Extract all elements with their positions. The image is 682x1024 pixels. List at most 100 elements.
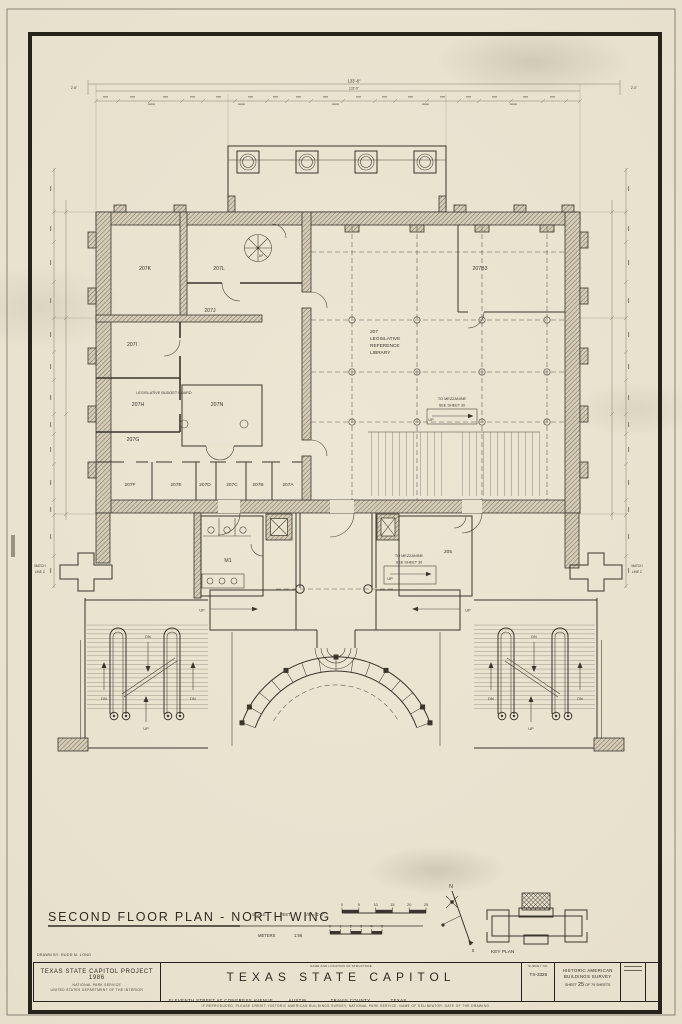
mezzanine-note: TO MEZZANINE (395, 554, 424, 558)
state: TEXAS (390, 998, 407, 1001)
dn-label: DN (190, 697, 196, 701)
svg-text:MATCH: MATCH (34, 564, 46, 568)
mezzanine-note: SEE SHEET 30 (396, 561, 423, 565)
svg-text:3: 3 (360, 925, 362, 929)
room-label: 207D (199, 482, 211, 488)
dn-label: DN (145, 635, 151, 639)
portico-column (236, 150, 260, 174)
south-label: S (472, 948, 475, 953)
elevator-shaft (265, 513, 293, 541)
scale-label: SCALE (252, 912, 266, 917)
county: TRAVIS COUNTY (330, 998, 371, 1001)
svg-text:5: 5 (381, 925, 383, 929)
room-labels: 207K 207L 207J 207I 207H 207N 207G 207F … (125, 266, 488, 565)
project-title: TEXAS STATE CAPITOL PROJECT 1986 (40, 969, 154, 981)
sheet-count: SHEET 25 OF 79 SHEETS (564, 982, 611, 988)
plan-title-block: SECOND FLOOR PLAN - NORTH WING SCALE FEE… (48, 903, 428, 938)
room-label: 207H (132, 402, 145, 408)
svg-text:2: 2 (350, 925, 352, 929)
portico-column (413, 150, 437, 174)
room-label: 207G (127, 437, 140, 443)
room-label: 207F (125, 482, 136, 488)
room-label: 207B (252, 482, 263, 488)
title-block-end-cell (646, 963, 658, 1001)
structure-name: TEXAS STATE CAPITOL (226, 970, 456, 984)
credit-line: IF REPRODUCED, PLEASE CREDIT: HISTORIC A… (201, 1004, 491, 1008)
match-line-fragments (59, 552, 623, 592)
svg-text:LINE C: LINE C (632, 570, 643, 574)
room-label: 207C (226, 482, 238, 488)
room-label: 207I (127, 342, 137, 348)
library-stacks (368, 431, 540, 496)
up-label: UP (259, 254, 263, 258)
left-dimension-chain (50, 167, 96, 589)
overall-dimension: 133'-8" (348, 79, 362, 84)
spiral-stair (244, 223, 287, 262)
room-label: 207A (282, 482, 294, 488)
sheet-borders (6, 8, 676, 1016)
mezzanine-note: TO MEZZANINE (438, 397, 467, 401)
match-line-labels: MATCH LINE C MATCH LINE C (34, 564, 643, 574)
end-dimension-left: 2'-6" (71, 86, 77, 90)
dn-label: DN (488, 697, 494, 701)
north-label: N (449, 884, 453, 890)
department-name: UNITED STATES DEPARTMENT OF THE INTERIOR (50, 988, 144, 992)
title-block-spare-cell (621, 963, 647, 1001)
end-dimension-right: 2'-0" (631, 86, 637, 90)
title-block-structure-cell: NAME AND LOCATION OF STRUCTURE TEXAS STA… (161, 963, 523, 1001)
plan-title: SECOND FLOOR PLAN - NORTH WING (48, 910, 331, 924)
svg-text:25: 25 (424, 903, 428, 907)
feet-scale-bar: 0 5 10 15 20 25 (341, 903, 428, 914)
library-number: 207 (370, 329, 378, 335)
north-portico (227, 145, 447, 213)
structure-header: NAME AND LOCATION OF STRUCTURE (310, 964, 372, 968)
scale-ratio: 1/8" = 1'-0" (304, 912, 325, 917)
meters-ratio: 1:96 (294, 933, 303, 938)
svg-text:1: 1 (339, 925, 341, 929)
hall-mezzanine-stair (383, 565, 437, 585)
curved-stair (231, 629, 441, 746)
dn-label: DN (531, 635, 537, 639)
up-label: UP (199, 609, 205, 613)
library-mezzanine-stair (426, 408, 478, 425)
divider (624, 970, 643, 971)
feet-label: FEET (280, 912, 291, 917)
up-label: UP (428, 418, 434, 422)
library-column-grid (311, 226, 565, 500)
room-label: 207N (211, 402, 224, 408)
south-band (95, 512, 580, 599)
divider (624, 966, 643, 967)
habs-org-line2: BUILDINGS SURVEY (563, 974, 612, 979)
title-block: TEXAS STATE CAPITOL PROJECT 1986 NATIONA… (33, 962, 659, 1002)
library-name: LIBRARY (370, 350, 391, 356)
svg-text:5: 5 (358, 903, 360, 907)
svg-text:10: 10 (373, 903, 377, 907)
key-plan: N S KEY PLAN (441, 884, 588, 955)
margin-stamp (11, 535, 15, 557)
key-plan-footprint (486, 892, 588, 945)
room-label: 205 (444, 549, 452, 555)
overall-dimension-2: 131'-9" (349, 87, 359, 91)
city: AUSTIN (288, 998, 307, 1001)
up-label: UP (528, 727, 534, 731)
stair-direction-labels: UP UP UP UP UP DN DN DN UP DN DN DN UP (101, 254, 583, 731)
up-label: UP (387, 577, 393, 581)
north-arrow-icon: N S (441, 884, 475, 953)
room-label: 207E (170, 482, 181, 488)
dn-label: DN (577, 697, 583, 701)
svg-text:15: 15 (390, 903, 394, 907)
dn-label: DN (101, 697, 107, 701)
up-label: UP (143, 727, 149, 731)
svg-text:0: 0 (341, 903, 343, 907)
room-label: 207K (139, 266, 152, 272)
mezzanine-note: SEE SHEET 30 (439, 404, 466, 408)
elevator-shaft (376, 513, 400, 541)
room-label: 207B3 (472, 266, 487, 272)
survey-number: TX-3326 (529, 972, 548, 977)
survey-number-label: SURVEY NO. (528, 964, 549, 968)
svg-text:0: 0 (329, 925, 331, 929)
room-label: M1 (224, 558, 231, 564)
left-stair-hall (57, 598, 208, 752)
